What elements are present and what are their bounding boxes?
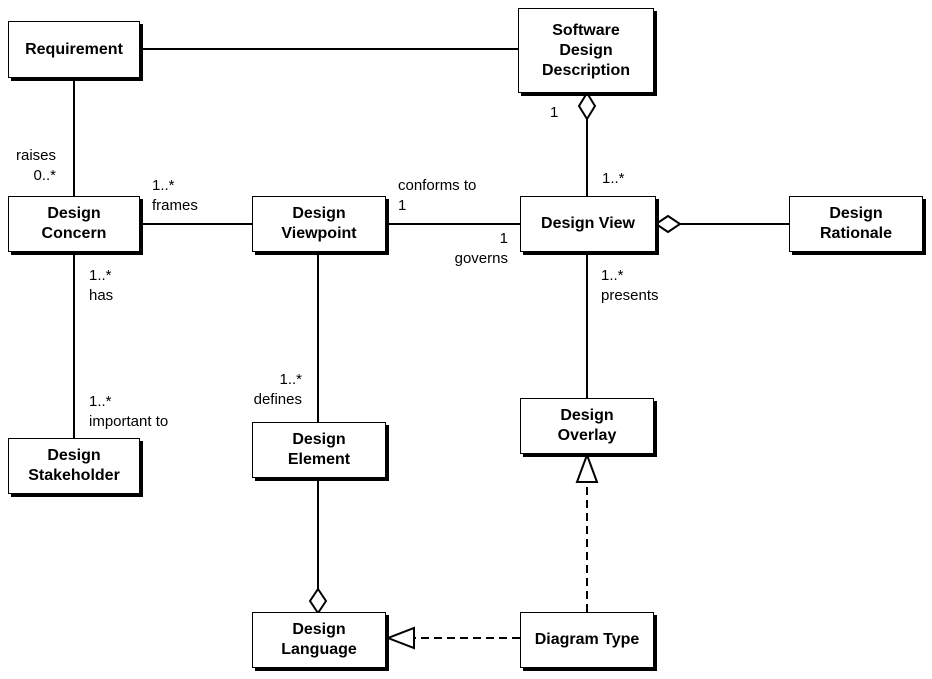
label-presents: 1..* presents	[601, 266, 659, 306]
class-design-viewpoint[interactable]: Design Viewpoint	[252, 196, 386, 252]
class-requirement[interactable]: Requirement	[8, 21, 140, 78]
class-design-view[interactable]: Design View	[520, 196, 656, 252]
class-design-language[interactable]: Design Language	[252, 612, 386, 668]
label-raises: raises 0..*	[6, 146, 56, 186]
label-view-multiplicity: 1..*	[602, 169, 625, 189]
label-governs: 1 governs	[440, 229, 508, 269]
class-design-overlay[interactable]: Design Overlay	[520, 398, 654, 454]
sdd-aggregation-diamond	[577, 91, 597, 121]
label-has: 1..* has	[89, 266, 114, 306]
class-software-design-description[interactable]: Software Design Description	[518, 8, 654, 93]
class-design-rationale[interactable]: Design Rationale	[789, 196, 923, 252]
class-design-element[interactable]: Design Element	[252, 422, 386, 478]
language-aggregation-diamond	[308, 587, 328, 615]
label-sdd-multiplicity: 1	[550, 103, 559, 123]
label-frames: 1..* frames	[152, 176, 198, 216]
label-defines: 1..* defines	[238, 370, 302, 410]
class-design-stakeholder[interactable]: Design Stakeholder	[8, 438, 140, 494]
overlay-realization-arrowhead	[575, 452, 599, 483]
language-realization-arrowhead	[385, 626, 415, 650]
label-important-to: 1..* important to	[89, 392, 169, 432]
class-design-concern[interactable]: Design Concern	[8, 196, 140, 252]
view-aggregation-diamond	[654, 214, 682, 234]
label-conforms-to: conforms to 1	[398, 176, 477, 216]
class-diagram-type[interactable]: Diagram Type	[520, 612, 654, 668]
